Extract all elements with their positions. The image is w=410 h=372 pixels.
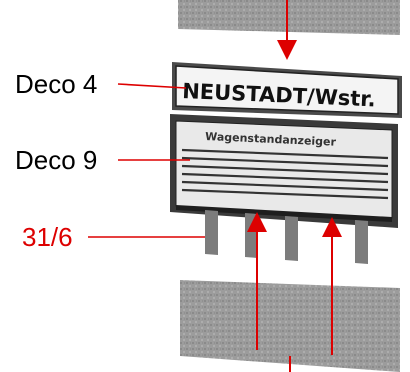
name-plate: [175, 65, 399, 115]
station-sign: NEUSTADT/Wstr. Wagenstandanzeiger: [170, 62, 402, 228]
leader-deco-4: [117, 83, 187, 89]
callout-deco-9: Deco 9: [15, 145, 97, 175]
timetable-heading: Wagenstandanzeiger: [205, 130, 337, 149]
bottom-slab: [180, 280, 400, 372]
callout-deco-4: Deco 4: [15, 69, 97, 99]
top-slab: [178, 0, 400, 35]
timetable-lines: [181, 148, 389, 200]
callout-31-6: 31/6: [22, 222, 73, 252]
